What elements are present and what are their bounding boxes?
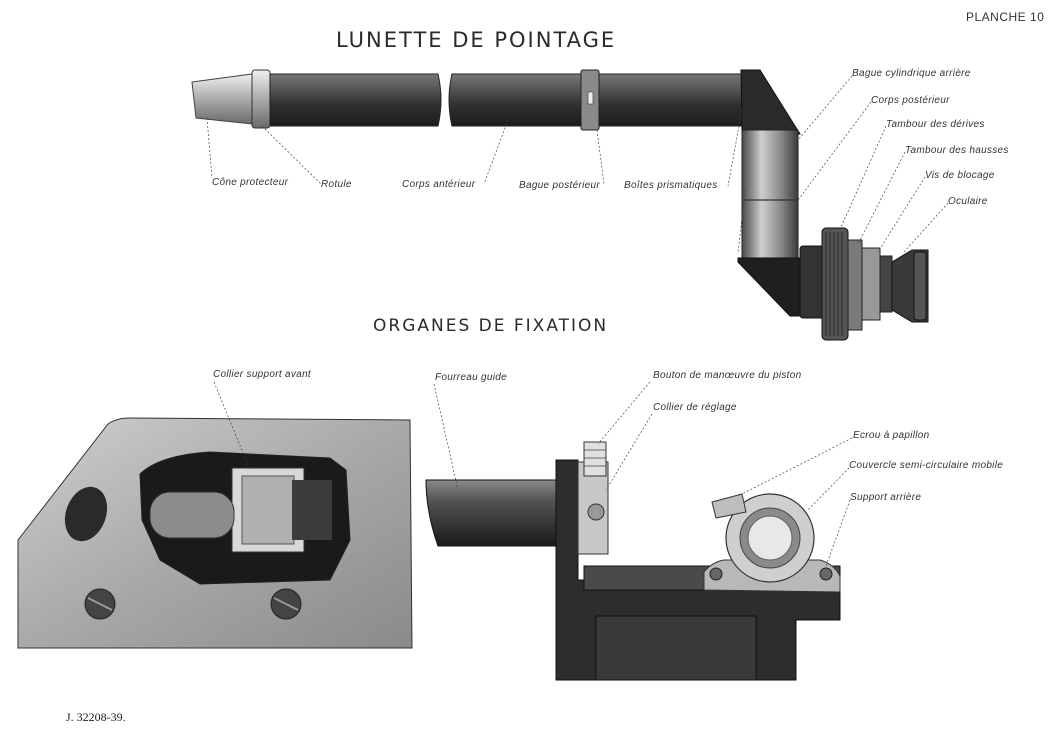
label-bouton-piston: Bouton de manœuvre du piston bbox=[653, 370, 802, 381]
label-fourreau-guide: Fourreau guide bbox=[435, 372, 508, 383]
label-collier-support-avant: Collier support avant bbox=[213, 369, 312, 380]
label-couvercle: Couvercle semi-circulaire mobile bbox=[849, 460, 1004, 471]
label-tambour-hausses: Tambour des hausses bbox=[905, 145, 1009, 156]
rear-support-drawing bbox=[425, 441, 841, 681]
corps-anterieur-shape-1 bbox=[269, 73, 442, 127]
label-tambour-derives: Tambour des dérives bbox=[886, 119, 985, 130]
prism-box-lower bbox=[737, 257, 801, 317]
label-cone-protecteur: Cône protecteur bbox=[212, 177, 289, 188]
label-ecrou-papillon: Ecrou à papillon bbox=[853, 430, 930, 441]
label-oculaire: Oculaire bbox=[948, 196, 988, 207]
footer-reference: J. 32208-39. bbox=[66, 710, 126, 724]
label-support-arriere: Support arrière bbox=[850, 492, 922, 503]
telescope-drawing bbox=[191, 69, 929, 341]
tambour-derives-shape bbox=[799, 245, 825, 319]
leader-lines-bottom bbox=[213, 381, 853, 567]
label-bague-cylindrique: Bague cylindrique arrière bbox=[852, 68, 971, 79]
label-corps-anterieur: Corps antérieur bbox=[402, 179, 476, 190]
vis-blocage-shape bbox=[861, 247, 881, 321]
front-support-drawing bbox=[17, 417, 413, 649]
label-vis-blocage: Vis de blocage bbox=[925, 170, 995, 181]
label-bague-posterieur: Bague postérieur bbox=[519, 180, 600, 191]
label-rotule: Rotule bbox=[321, 179, 352, 190]
title-lunette: LUNETTE DE POINTAGE bbox=[336, 28, 617, 52]
corps-posterieur-shape bbox=[741, 129, 799, 259]
label-collier-reglage: Collier de réglage bbox=[653, 402, 737, 413]
plate-label: PLANCHE 10 bbox=[966, 10, 1045, 24]
label-boites-prismatiques: Boîtes prismatiques bbox=[624, 180, 718, 191]
rotule-shape bbox=[251, 69, 271, 129]
label-corps-posterieur: Corps postérieur bbox=[871, 95, 950, 106]
prism-box-upper bbox=[740, 69, 801, 135]
fourreau-guide-shape bbox=[425, 479, 557, 547]
plate-oval-hole bbox=[64, 486, 108, 542]
title-organes: ORGANES DE FIXATION bbox=[373, 316, 609, 336]
bouton-piston-shape bbox=[583, 441, 607, 477]
leader-lines-top bbox=[206, 75, 949, 255]
ecrou-papillon-shape bbox=[711, 493, 747, 519]
cone-protecteur-shape bbox=[191, 73, 253, 125]
